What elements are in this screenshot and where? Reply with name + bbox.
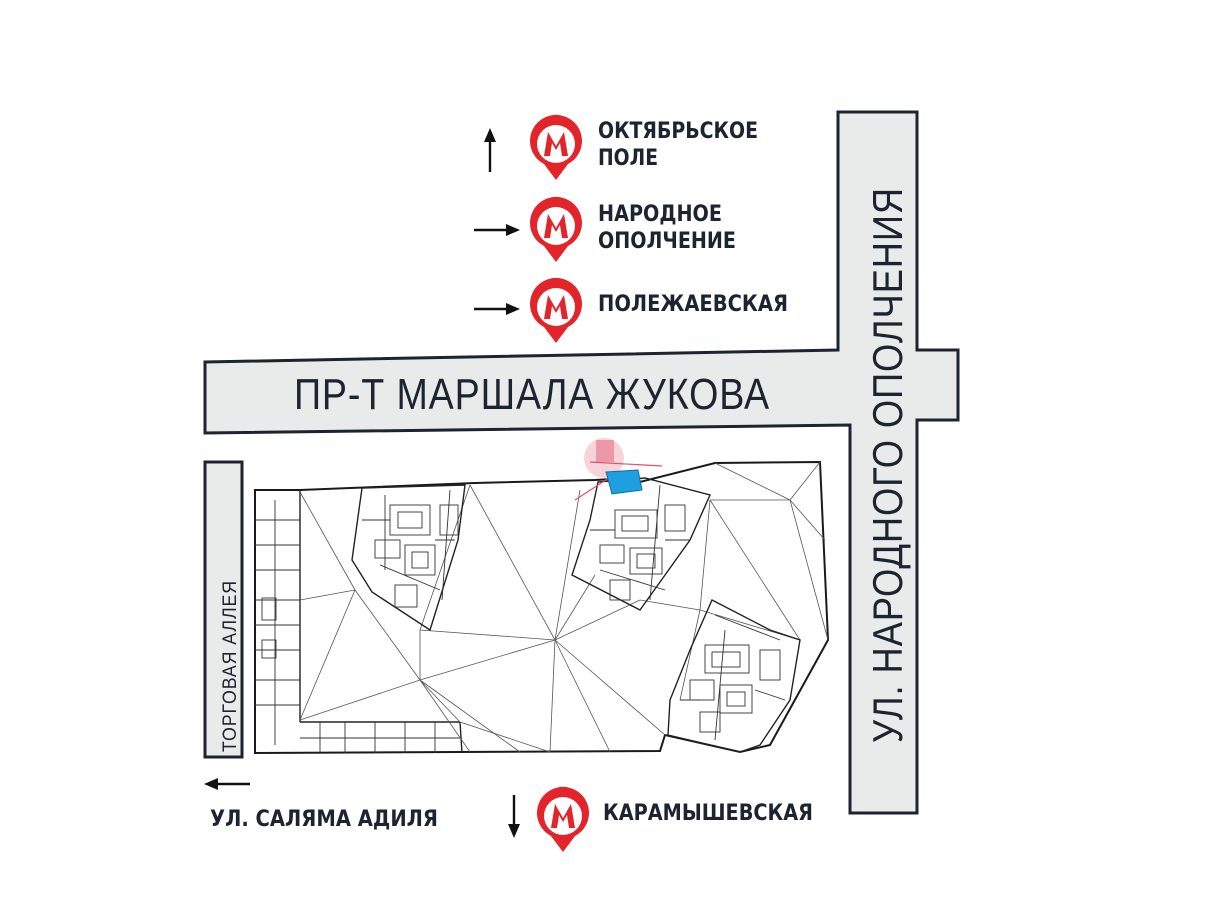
metro-name-line2: ПОЛЕ xyxy=(598,146,658,171)
road-network xyxy=(203,110,960,815)
wing-block-3 xyxy=(667,599,801,753)
metro-station-narodnoe-opolchenie: НАРОДНОЕ ОПОЛЧЕНИЕ xyxy=(474,196,736,262)
metro-name-line1: КАРАМЫШЕВСКАЯ xyxy=(603,801,813,826)
atrium-roof-grid xyxy=(299,461,829,753)
arrow-right-icon xyxy=(474,224,520,236)
metro-m-icon xyxy=(530,277,582,343)
arrow-left-icon xyxy=(204,778,250,790)
metro-m-icon xyxy=(537,786,589,852)
main-avenue-label: ПР-Т МАРШАЛА ЖУКОВА xyxy=(294,370,770,419)
metro-m-icon xyxy=(530,196,582,262)
wing-block-2 xyxy=(571,477,711,611)
metro-station-polezhaevskaya: ПОЛЕЖАЕВСКАЯ xyxy=(474,277,788,343)
arrow-up-icon xyxy=(484,128,496,172)
metro-name-line2: ОПОЛЧЕНИЕ xyxy=(598,229,736,254)
street-label: УЛ. САЛЯМА АДИЛЯ xyxy=(210,807,438,832)
metro-name-line1: ОКТЯБРЬСКОЕ xyxy=(598,119,758,144)
wing-block-1 xyxy=(351,484,466,632)
metro-m-icon xyxy=(530,114,582,180)
vertical-street-label: УЛ. НАРОДНОГО ОПОЛЧЕНИЯ xyxy=(864,187,911,743)
metro-station-karamyshevskaya: КАРАМЫШЕВСКАЯ xyxy=(508,786,813,852)
metro-name-line1: НАРОДНОЕ xyxy=(598,202,722,227)
building-floorplan xyxy=(254,438,830,755)
arrow-right-icon xyxy=(474,303,520,315)
metro-station-oktyabrskoe-pole: ОКТЯБРЬСКОЕ ПОЛЕ xyxy=(484,114,758,180)
building-outline xyxy=(254,460,830,755)
left-wing-rooms xyxy=(255,490,463,754)
road-main-avenue xyxy=(203,110,960,815)
location-marker xyxy=(574,438,663,501)
metro-name-line1: ПОЛЕЖАЕВСКАЯ xyxy=(598,292,788,317)
side-alley-label: ТОРГОВАЯ АЛЛЕЯ xyxy=(220,580,241,752)
street-salyama-adilya: УЛ. САЛЯМА АДИЛЯ xyxy=(204,778,438,832)
arrow-down-icon xyxy=(508,795,520,838)
road-side-alley xyxy=(203,460,244,759)
